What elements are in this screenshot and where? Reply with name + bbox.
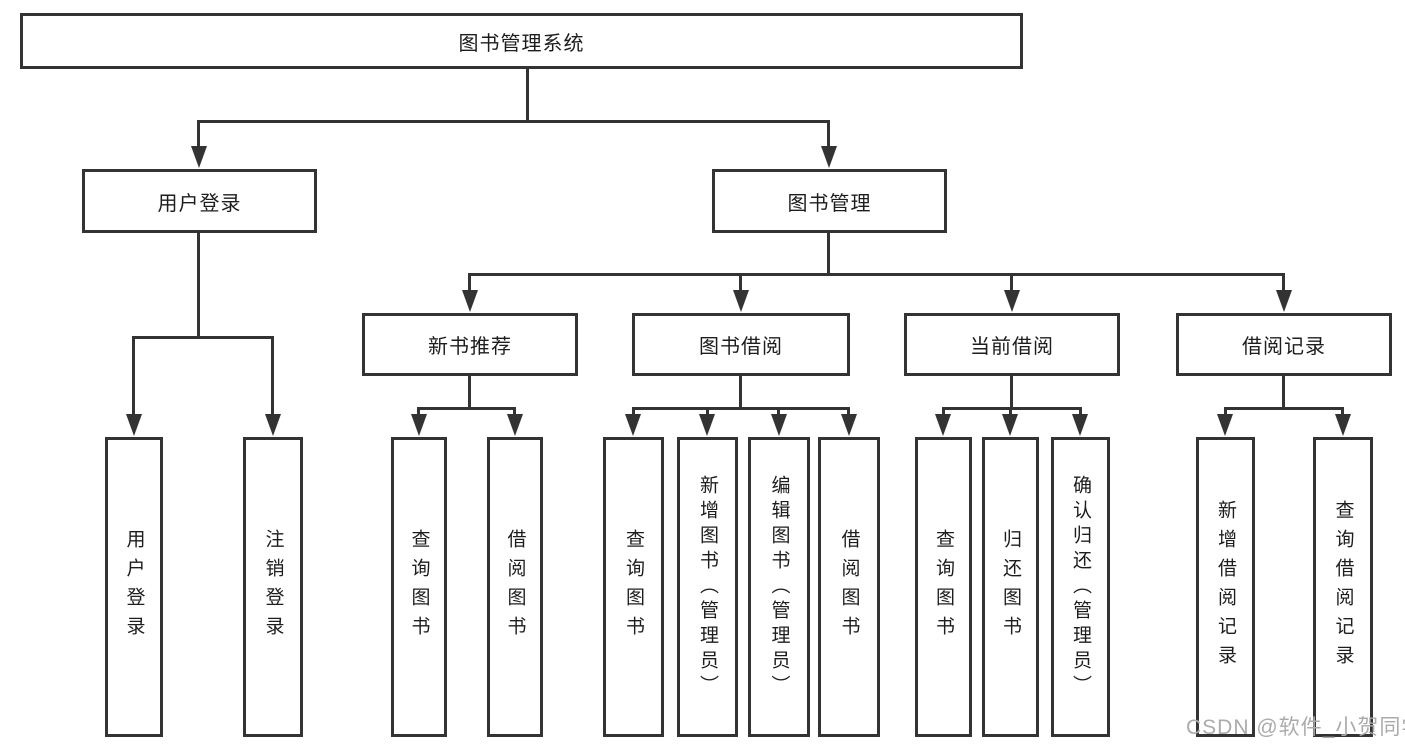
node-user-login: 用户登录 <box>82 169 317 233</box>
node-label: 借阅记录 <box>1242 336 1326 358</box>
leaf-label: 用户登录 <box>123 529 145 645</box>
arrowhead-down-icon <box>462 290 478 312</box>
leaf-user-login: 用户登录 <box>105 437 163 737</box>
connector-line <box>132 336 135 418</box>
arrowhead-down-icon <box>699 414 715 436</box>
connector-line <box>1224 407 1343 410</box>
leaf-label: 借阅图书 <box>838 529 860 645</box>
node-label: 图书管理 <box>787 192 872 215</box>
leaf-add-books-admin: 新增图书（管理员） <box>677 437 738 737</box>
leaf-edit-books-admin: 编辑图书（管理员） <box>748 437 810 737</box>
connector-line <box>1224 407 1227 418</box>
connector-line <box>468 376 471 410</box>
arrowhead-down-icon <box>1072 414 1088 436</box>
connector-line <box>777 407 780 418</box>
arrowhead-down-icon <box>126 414 142 436</box>
leaf-label: 归还图书 <box>1000 529 1021 645</box>
connector-line <box>271 336 274 418</box>
connector-line <box>632 407 635 418</box>
connector-line <box>417 407 420 418</box>
leaf-label: 新增图书（管理员） <box>697 474 718 700</box>
connector-line <box>739 273 742 295</box>
arrowhead-down-icon <box>1217 414 1233 436</box>
leaf-label: 查询图书 <box>408 529 430 645</box>
connector-line <box>1282 376 1285 410</box>
node-borrowing-records: 借阅记录 <box>1176 313 1392 376</box>
connector-line <box>1079 407 1082 418</box>
leaf-label: 查询图书 <box>623 529 644 645</box>
leaf-return-books: 归还图书 <box>982 437 1039 737</box>
arrowhead-down-icon <box>1002 414 1018 436</box>
arrowhead-down-icon <box>191 146 207 168</box>
leaf-add-borrow-record: 新增借阅记录 <box>1196 437 1255 737</box>
connector-line <box>1282 273 1285 295</box>
arrowhead-down-icon <box>841 414 857 436</box>
leaf-query-borrow-record: 查询借阅记录 <box>1313 437 1373 737</box>
connector-line <box>197 120 200 150</box>
connector-line <box>1009 407 1012 418</box>
leaf-label: 新增借阅记录 <box>1215 500 1236 674</box>
arrowhead-down-icon <box>733 290 749 312</box>
node-label: 新书推荐 <box>428 336 512 358</box>
connector-line <box>526 69 529 123</box>
arrowhead-down-icon <box>411 414 427 436</box>
node-label: 图书借阅 <box>699 336 783 358</box>
connector-line <box>827 120 830 150</box>
connector-line <box>197 233 200 339</box>
leaf-borrow-books-borrow: 借阅图书 <box>818 437 880 737</box>
watermark-text: CSDN @软件_小贺同学 <box>1186 716 1405 739</box>
arrowhead-down-icon <box>935 414 951 436</box>
leaf-query-books-borrow: 查询图书 <box>603 437 664 737</box>
connector-line <box>1010 273 1013 295</box>
node-new-book-recommendation: 新书推荐 <box>362 313 578 376</box>
leaf-logout: 注销登录 <box>243 437 303 737</box>
leaf-query-books-recommend: 查询图书 <box>391 437 447 737</box>
leaf-label: 借阅图书 <box>504 529 526 645</box>
leaf-label: 查询图书 <box>933 529 954 645</box>
connector-line <box>1010 376 1013 410</box>
node-library-management-system: 图书管理系统 <box>20 13 1023 69</box>
arrowhead-down-icon <box>771 414 787 436</box>
node-current-borrowing: 当前借阅 <box>904 313 1120 376</box>
node-label: 用户登录 <box>157 192 242 215</box>
leaf-confirm-return-admin: 确认归还（管理员） <box>1051 437 1110 737</box>
connector-line <box>417 407 516 410</box>
connector-line <box>942 407 945 418</box>
connector-line <box>468 273 471 295</box>
connector-line <box>468 273 1285 276</box>
connector-line <box>739 376 742 410</box>
leaf-label: 查询借阅记录 <box>1332 500 1354 674</box>
connector-line <box>1341 407 1344 418</box>
connector-line <box>847 407 850 418</box>
leaf-label: 确认归还（管理员） <box>1070 474 1091 700</box>
leaf-query-books-current: 查询图书 <box>915 437 972 737</box>
connector-line <box>827 233 830 276</box>
connector-line <box>197 120 830 123</box>
leaf-label: 注销登录 <box>262 529 284 645</box>
arrowhead-down-icon <box>821 146 837 168</box>
leaf-borrow-books-recommend: 借阅图书 <box>487 437 543 737</box>
connector-line <box>513 407 516 418</box>
node-label: 图书管理系统 <box>458 32 585 55</box>
arrowhead-down-icon <box>265 414 281 436</box>
connector-line <box>132 336 274 339</box>
connector-line <box>706 407 709 418</box>
arrowhead-down-icon <box>507 414 523 436</box>
arrowhead-down-icon <box>625 414 641 436</box>
node-book-borrowing: 图书借阅 <box>632 313 850 376</box>
node-label: 当前借阅 <box>970 336 1054 358</box>
connector-line <box>632 407 850 410</box>
arrowhead-down-icon <box>1335 414 1351 436</box>
node-book-management: 图书管理 <box>712 169 947 233</box>
arrowhead-down-icon <box>1004 290 1020 312</box>
leaf-label: 编辑图书（管理员） <box>768 474 790 700</box>
arrowhead-down-icon <box>1276 290 1292 312</box>
